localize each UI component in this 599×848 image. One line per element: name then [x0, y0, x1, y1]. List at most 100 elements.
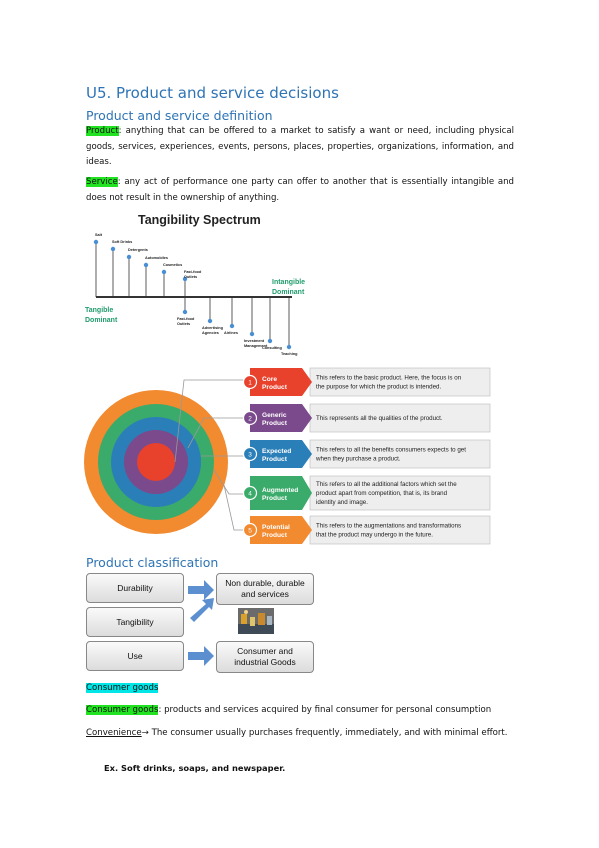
- product-term: Product: [86, 126, 119, 136]
- level-description: This refers to all the benefits consumer…: [316, 447, 466, 454]
- level-number-badge: [242, 374, 258, 390]
- spectrum-dot: [126, 254, 132, 260]
- spectrum-title: Tangibility Spectrum: [138, 213, 261, 227]
- section-heading-definition: Product and service definition: [86, 108, 273, 123]
- level-description-box: [309, 439, 491, 469]
- spectrum-item-label: Cosmetics: [163, 263, 182, 267]
- factory-image: [238, 608, 274, 634]
- spectrum-item-label: Management: [244, 344, 268, 348]
- spectrum-dot: [182, 276, 188, 282]
- level-number: 5: [248, 527, 252, 534]
- spectrum-dot: [182, 309, 188, 315]
- level-description: product apart from competition, that is,…: [316, 490, 448, 497]
- level-number-badge: [242, 522, 258, 538]
- level-description: This refers to the basic product. Here, …: [316, 375, 462, 382]
- spectrum-dot: [249, 331, 255, 337]
- service-definition-text: : any act of performance one party can o…: [86, 177, 514, 203]
- convenience-text: The consumer usually purchases frequentl…: [148, 728, 508, 738]
- spectrum-item-label: Salt: [95, 233, 103, 237]
- service-definition: Service: any act of performance one part…: [86, 175, 514, 206]
- spectrum-item-label: Airlines: [224, 331, 238, 335]
- consumer-goods-term: Consumer goods: [86, 705, 159, 715]
- page-title: U5. Product and service decisions: [86, 84, 339, 102]
- spectrum-item-label: Agencies: [202, 331, 219, 335]
- level-number-badge: [242, 485, 258, 501]
- spectrum-dot: [229, 323, 235, 329]
- level-name-box: [250, 368, 312, 396]
- level-description: This refers to all the additional factor…: [316, 481, 457, 488]
- arrow-icon: [190, 598, 214, 622]
- spectrum-item-label: Advertising: [202, 326, 224, 330]
- level-description-box: [309, 475, 491, 511]
- example-text: Ex. Soft drinks, soaps, and newspaper.: [104, 763, 286, 773]
- level-name: Product: [262, 532, 288, 539]
- section-heading-classification: Product classification: [86, 555, 219, 570]
- spectrum-item-label: Fast-food: [177, 317, 195, 321]
- level-description-box: [309, 367, 491, 397]
- level-number: 2: [248, 415, 252, 422]
- consumer-goods-text: : products and services acquired by fina…: [158, 705, 492, 715]
- convenience-term: Convenience: [86, 728, 142, 738]
- intangible-dominant-label-2: Dominant: [272, 289, 305, 296]
- level-name-box: [250, 476, 312, 510]
- intangible-dominant-label: Intangible: [272, 279, 305, 286]
- spectrum-dot: [93, 239, 99, 245]
- level-name-box: [250, 516, 312, 544]
- spectrum-dot: [267, 338, 273, 344]
- level-description: that the product may undergo in the futu…: [316, 532, 433, 539]
- level-description-box: [309, 515, 491, 545]
- spectrum-dot: [161, 269, 167, 275]
- spectrum-item-label: Outlets: [177, 322, 190, 326]
- spectrum-dot: [286, 344, 292, 350]
- spectrum-dot: [110, 246, 116, 252]
- convenience-definition: Convenience→ The consumer usually purcha…: [86, 726, 514, 742]
- level-description-box: [309, 403, 491, 433]
- durability-box: Durability: [86, 573, 184, 603]
- level-name-box: [250, 404, 312, 432]
- arrow-right-icon: →: [141, 728, 149, 738]
- level-name: Product: [262, 420, 288, 427]
- spectrum-item-label: Teaching: [281, 352, 298, 356]
- level-name: Potential: [262, 524, 290, 531]
- spectrum-dot: [143, 262, 149, 268]
- tangibility-box: Tangibility: [86, 607, 184, 637]
- level-name-box: [250, 440, 312, 468]
- spectrum-item-label: Detergents: [128, 248, 148, 252]
- level-name: Core: [262, 376, 277, 383]
- level-description: the purpose for which the product is int…: [316, 384, 441, 391]
- product-definition-text: : anything that can be offered to a mark…: [86, 126, 514, 167]
- spectrum-item-label: Fast-food: [184, 270, 202, 274]
- spectrum-item-label: Automobiles: [145, 256, 168, 260]
- arrow-icon: [188, 646, 214, 666]
- level-name: Product: [262, 384, 288, 391]
- spectrum-item-label: Outlets: [184, 275, 197, 279]
- product-definition: Product: anything that can be offered to…: [86, 124, 514, 171]
- spectrum-item-label: Consulting: [262, 346, 283, 350]
- spectrum-item-label: Soft Drinks: [112, 240, 132, 244]
- level-name: Product: [262, 456, 288, 463]
- consumer-goods-heading: Consumer goods: [86, 683, 159, 693]
- level-number: 3: [248, 451, 252, 458]
- level-description: This represents all the qualities of the…: [316, 415, 443, 422]
- level-number: 4: [248, 490, 252, 497]
- level-name: Expected: [262, 448, 291, 455]
- tangible-dominant-label: Tangible: [85, 307, 113, 314]
- consumer-goods-definition: Consumer goods: products and services ac…: [86, 703, 514, 719]
- level-number-badge: [242, 446, 258, 462]
- tangible-dominant-label-2: Dominant: [85, 317, 118, 324]
- spectrum-item-label: Investment: [244, 339, 265, 343]
- use-box: Use: [86, 641, 184, 671]
- level-name: Generic: [262, 412, 287, 419]
- level-name: Product: [262, 495, 288, 502]
- spectrum-dot: [207, 318, 213, 324]
- arrow-icon: [188, 580, 214, 600]
- level-description: identity and image.: [316, 499, 368, 506]
- classification-arrows: [188, 580, 274, 666]
- level-number-badge: [242, 410, 258, 426]
- level-name: Augmented: [262, 487, 298, 494]
- level-number: 1: [248, 379, 252, 386]
